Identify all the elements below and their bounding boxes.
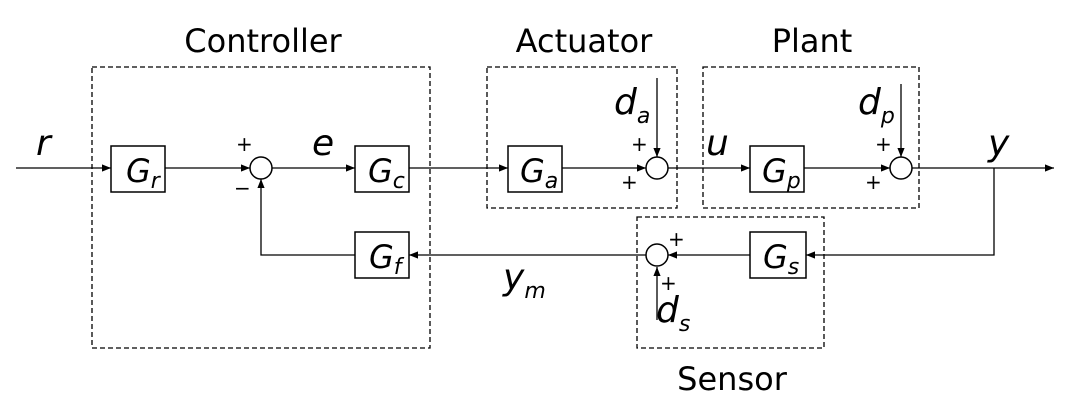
sign-plus-sum2-left: + [621,170,638,194]
signal-d-s: ds [656,290,690,337]
plant-label: Plant [772,22,853,60]
block-Ga-label: Ga [520,152,558,194]
signal-u: u [706,123,729,164]
signal-d-a: da [614,82,650,129]
wire-Gf-to-sum1 [257,179,355,256]
block-Gr [110,145,166,193]
block-Gp [749,145,805,193]
block-Gc-label: Gc [368,152,405,194]
sign-plus-sum3-top: + [875,132,892,156]
sensor-label: Sensor [677,360,788,398]
sign-plus-sum2-top: + [631,132,648,156]
block-Gc [354,145,410,193]
sensor-group-box [636,216,825,349]
sign-plus-sum4-right: + [668,227,685,251]
signal-e: e [312,123,334,164]
block-Gs [749,231,807,279]
block-Gs-label: Gs [763,238,799,280]
signal-y: y [987,123,1010,164]
block-Gp-label: Gp [762,152,801,194]
wire-y-to-Gs [806,168,995,259]
actuator-group-box [486,66,678,209]
block-Ga [507,145,563,193]
block-Gf [354,231,410,279]
summing-junction-error [249,156,273,180]
sign-plus-sum3-left: + [865,170,882,194]
actuator-label: Actuator [516,22,653,60]
signal-r: r [36,123,53,164]
sign-minus-sum1-bottom: − [234,176,251,200]
summing-junction-actuator [645,156,669,180]
sign-plus-sum4-bottom: + [660,271,677,295]
block-Gr-label: Gr [126,152,162,194]
sign-plus-sum1-top: + [236,132,253,156]
signal-y-m: ym [502,257,546,304]
controller-label: Controller [184,22,342,60]
summing-junction-plant [889,156,913,180]
plant-group-box [702,66,920,209]
summing-junction-sensor [645,243,669,267]
signal-d-p: dp [858,82,895,129]
controller-group-box [91,66,431,349]
block-Gf-label: Gf [369,238,405,280]
